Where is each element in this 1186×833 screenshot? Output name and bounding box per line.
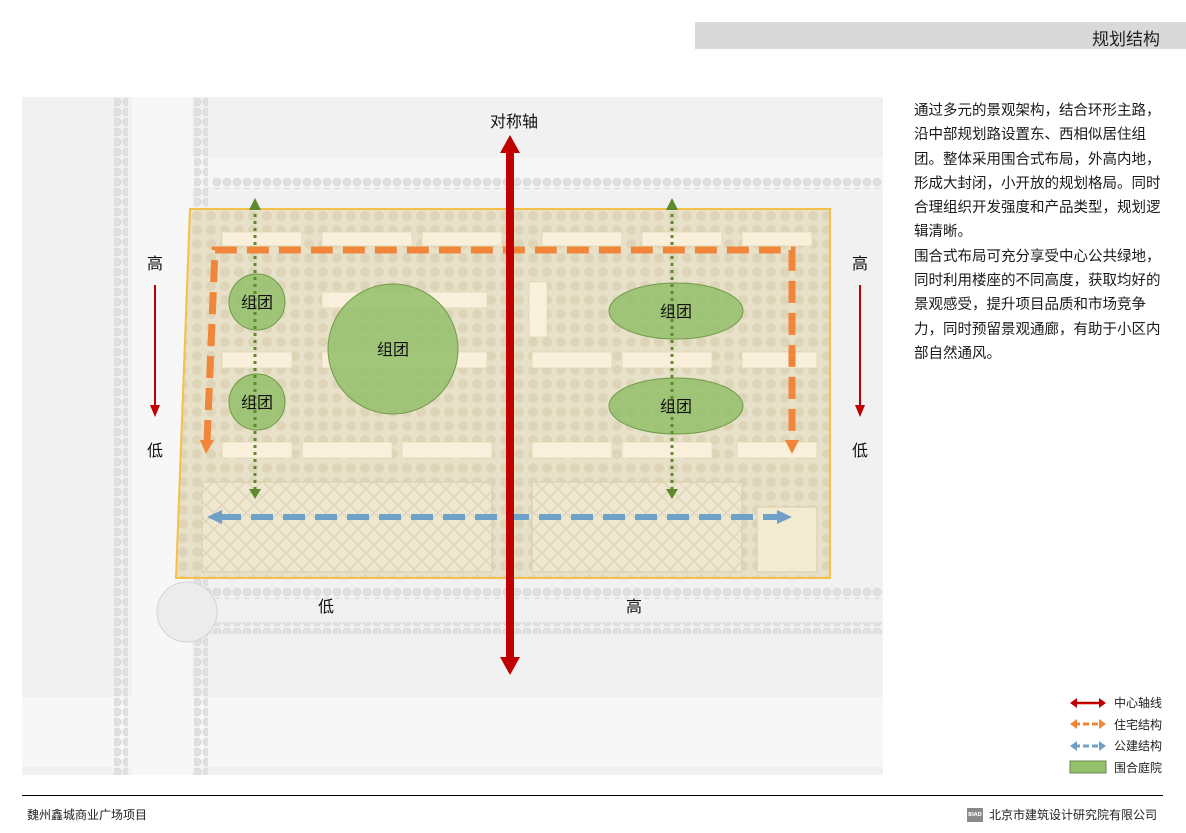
legend-item-courtyard: 围合庭院 <box>1068 757 1162 779</box>
legend-label: 公建结构 <box>1114 739 1163 754</box>
cluster-label: 组团 <box>241 393 273 412</box>
courtyard-cluster <box>608 282 744 340</box>
description-paragraph: 围合式布局可充分享受中心公共绿地，同时利用楼座的不同高度，获取均好的景观感受，提… <box>914 248 1161 362</box>
height-label-high-west: 高 <box>147 254 163 273</box>
legend-item-central-axis: 中心轴线 <box>1068 692 1162 714</box>
legend-label: 住宅结构 <box>1114 717 1163 732</box>
residential-structure-path <box>203 246 796 443</box>
courtyard-cluster <box>228 273 286 331</box>
courtyard-cluster <box>228 373 286 431</box>
arrow-down-icon <box>785 440 799 454</box>
height-label-low-east: 低 <box>852 441 868 460</box>
central-axis <box>506 152 514 662</box>
legend-label: 中心轴线 <box>1114 696 1163 711</box>
height-label-high-east: 高 <box>852 254 868 273</box>
road-south <box>22 697 883 767</box>
site-plan-svg: 对称轴 高 低 高 低 低 高 组团 组团 组团 组团 组团 <box>22 97 883 775</box>
height-label-low-south: 低 <box>318 597 334 616</box>
cluster-label: 组团 <box>660 397 692 416</box>
arrow-up-icon <box>500 135 520 153</box>
courtyard-cluster <box>608 377 744 435</box>
page-title: 规划结构 <box>1092 30 1160 50</box>
legend-label: 围合庭院 <box>1114 760 1163 775</box>
arrow-down-icon <box>500 657 520 675</box>
height-label-low-west: 低 <box>147 441 163 460</box>
company-info: BIAD 北京市建筑设计研究院有限公司 <box>967 806 1157 823</box>
height-label-high-south: 高 <box>626 597 642 616</box>
company-name: 北京市建筑设计研究院有限公司 <box>989 808 1158 822</box>
commercial-building-east <box>531 481 743 573</box>
arrow-down-icon <box>249 489 261 499</box>
courtyard-cluster <box>327 283 459 415</box>
legend-item-public: 公建结构 <box>1068 735 1162 757</box>
arrow-down-icon <box>150 405 160 417</box>
roundabout <box>156 581 218 643</box>
cluster-label: 组团 <box>377 340 409 359</box>
arrow-down-icon <box>200 440 214 454</box>
arrow-down-icon <box>666 489 678 499</box>
axis-label: 对称轴 <box>490 112 538 131</box>
dashed-arrow-orange-icon <box>1070 719 1106 730</box>
arrow-up-icon <box>666 198 678 210</box>
arrow-right-icon <box>777 510 792 524</box>
arrow-left-icon <box>207 510 222 524</box>
description-paragraph: 通过多元的景观架构，结合环形主路，沿中部规划路设置东、西相似居住组团。整体采用围… <box>914 103 1161 241</box>
commercial-building-west <box>201 481 493 573</box>
arrow-down-icon <box>855 405 865 417</box>
biad-logo: BIAD <box>967 807 983 822</box>
description-text: 通过多元的景观架构，结合环形主路，沿中部规划路设置东、西相似居住组团。整体采用围… <box>914 99 1174 366</box>
green-swatch-icon <box>1069 760 1107 774</box>
dashed-arrow-blue-icon <box>1070 740 1106 751</box>
arrow-up-icon <box>249 198 261 210</box>
header-bar: 规划结构 <box>695 22 1186 50</box>
double-arrow-red-icon <box>1070 697 1106 708</box>
project-name: 魏州鑫城商业广场项目 <box>27 808 148 822</box>
legend: 中心轴线 住宅结构 公建结构 围合庭院 <box>1068 692 1162 778</box>
footer-divider <box>22 795 1163 796</box>
legend-item-residential: 住宅结构 <box>1068 714 1162 736</box>
cluster-label: 组团 <box>660 302 692 321</box>
cluster-label: 组团 <box>241 293 273 312</box>
site-plan-map: 对称轴 高 低 高 低 低 高 组团 组团 组团 组团 组团 <box>22 97 883 775</box>
